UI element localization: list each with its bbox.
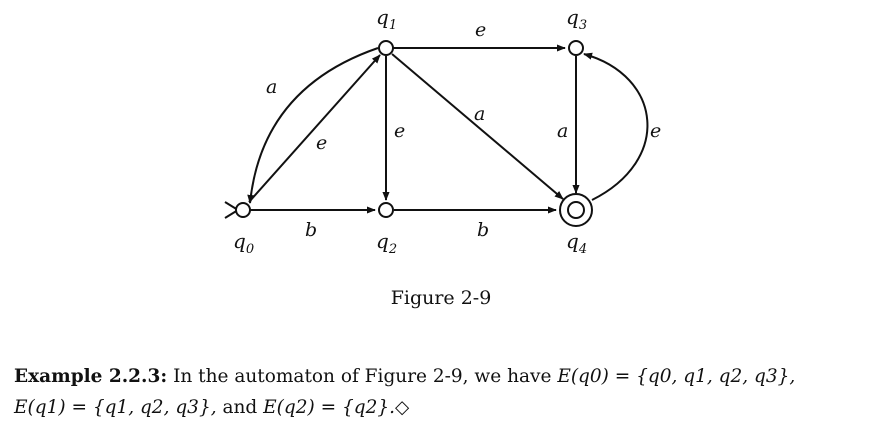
e-q2-rhs: = {q2}. (314, 397, 396, 418)
edge-label-q1-q4: a (474, 103, 485, 125)
example-paragraph: Example 2.2.3: In the automaton of Figur… (14, 361, 874, 423)
edge-label-q0-q2: b (305, 219, 317, 241)
edge-label-q2-q4: b (477, 219, 489, 241)
state-q4-inner (567, 201, 585, 219)
state-q0 (235, 202, 251, 218)
e-q0-rhs: = {q0, q1, q2, q3}, (608, 366, 796, 387)
state-q2 (378, 202, 394, 218)
edge-label-q3-q4: a (557, 120, 568, 142)
edge-label-q4-q3: e (650, 120, 661, 142)
state-label-q0: q0 (233, 229, 254, 257)
example-title: Example 2.2.3: (14, 366, 168, 387)
edge-label-q1-q0: a (266, 76, 277, 98)
edge-label-q1-q2: e (394, 120, 405, 142)
end-of-example-diamond-icon: ◇ (395, 397, 410, 418)
state-q1 (378, 40, 394, 56)
e-q1-lhs: E(q1) (14, 397, 66, 418)
e-q0-lhs: E(q0) (557, 366, 609, 387)
state-label-q1: q1 (376, 5, 397, 33)
edge-q0-q1-e (248, 54, 381, 203)
and-text: and (216, 397, 264, 418)
edge-label-q1-q3: e (475, 19, 486, 41)
example-body-text: In the automaton of Figure 2-9, we have (167, 366, 558, 387)
edge-label-q0-q1: e (316, 132, 327, 154)
state-label-q4: q4 (566, 229, 587, 257)
figure-caption: Figure 2-9 (390, 287, 492, 309)
edge-q1-q4-a (391, 53, 564, 200)
e-q1-rhs: = {q1, q2, q3}, (65, 397, 217, 418)
edge-q4-q3-e (583, 52, 649, 201)
state-label-q3: q3 (566, 5, 587, 33)
state-label-q2: q2 (376, 229, 397, 257)
edge-q1-q0-a (247, 47, 379, 204)
e-q2-lhs: E(q2) (263, 397, 315, 418)
state-q3 (568, 40, 584, 56)
automaton-diagram: q0 q1 q2 q3 q4 a e b e e a b a e (224, 5, 661, 257)
